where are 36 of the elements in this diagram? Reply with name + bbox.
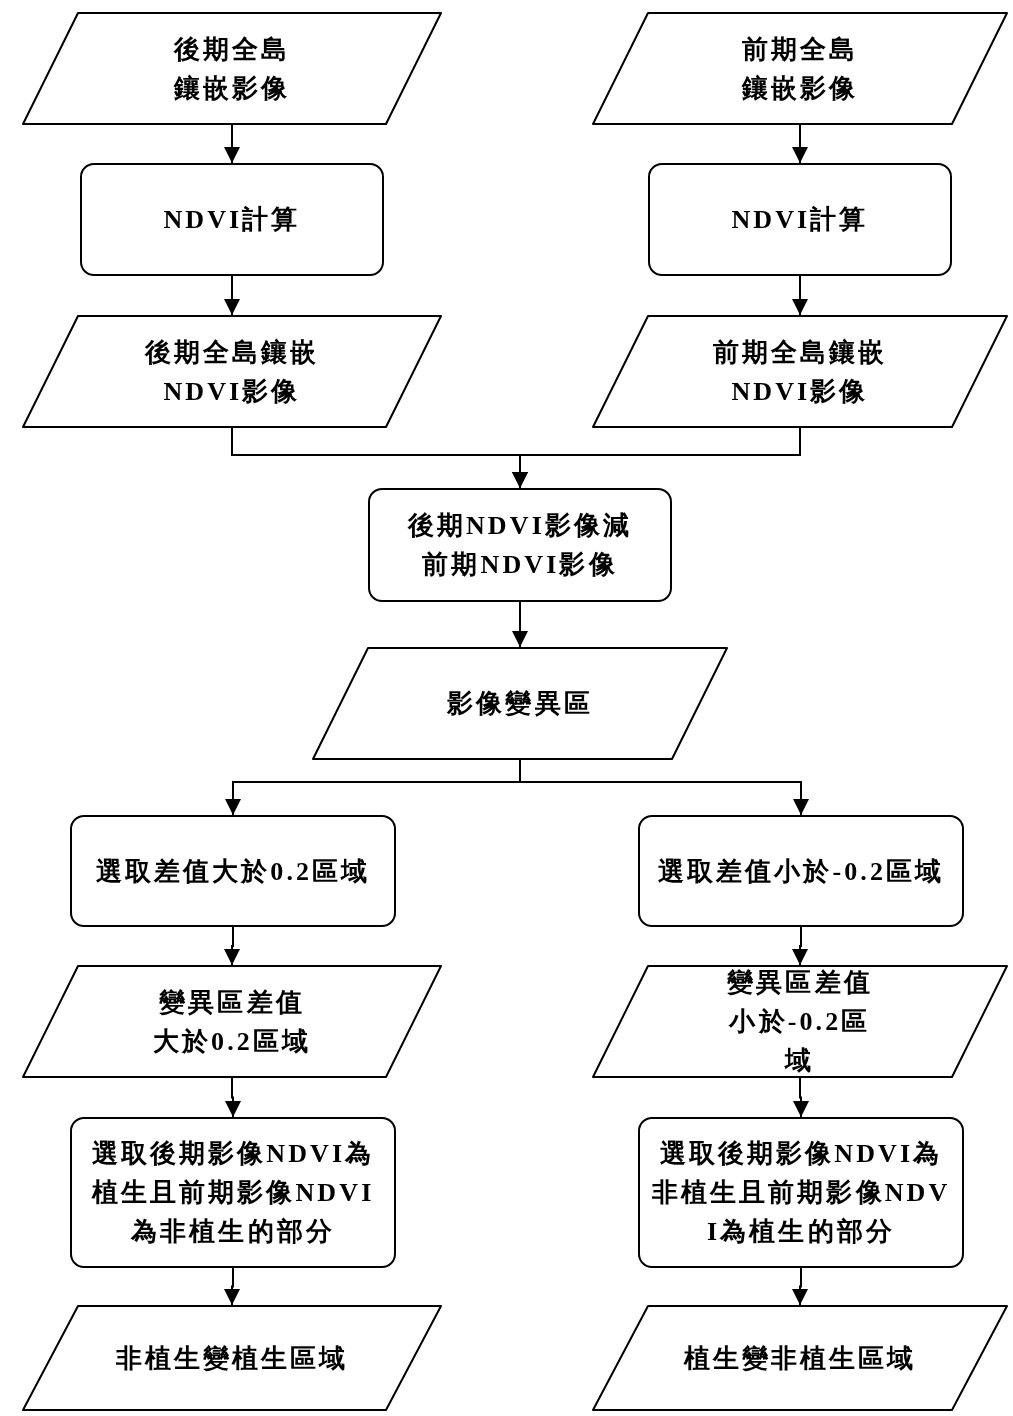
- node-text: 影像變異區: [446, 688, 594, 720]
- process-box: [638, 815, 964, 927]
- node-text: 植生變非植生區域: [682, 1342, 918, 1375]
- arrow: [792, 926, 808, 966]
- node-text: NDVI計算: [730, 204, 870, 236]
- node-text: 後期全島鑲嵌NDVI影像: [143, 336, 321, 408]
- process-box: [80, 163, 384, 276]
- arrow: [792, 275, 808, 316]
- node-text: 變異區差值小於-0.2區域: [726, 967, 874, 1077]
- arrow: [512, 427, 801, 489]
- arrow: [224, 124, 240, 164]
- node-text: 前期全島鑲嵌NDVI影像: [711, 336, 889, 408]
- node-text: 選取差值大於0.2區域: [94, 855, 372, 888]
- arrow: [792, 1267, 808, 1306]
- arrow: [793, 1077, 809, 1118]
- arrow: [512, 601, 528, 648]
- node-text: 後期NDVI影像減前期NDVI影像: [406, 510, 634, 581]
- node-text: 變異區差值大於0.2區域: [151, 986, 313, 1058]
- node-text: NDVI計算: [162, 204, 302, 236]
- node-text: 選取後期影像NDVI為非植生且前期影像NDVI為植生的部分: [651, 1138, 951, 1248]
- node-text: 選取差值小於-0.2區域: [656, 855, 946, 888]
- arrow: [224, 275, 240, 316]
- arrow: [225, 1077, 241, 1118]
- arrow: [792, 124, 808, 164]
- node-text: 非植生變植生區域: [114, 1342, 350, 1375]
- process-box: [368, 488, 672, 602]
- arrow: [519, 759, 809, 816]
- arrow: [224, 1267, 240, 1306]
- node-text: 選取後期影像NDVI為植生且前期影像NDVI為非植生的部分: [90, 1138, 376, 1248]
- node-text: 後期全島鑲嵌影像: [172, 33, 292, 105]
- node-text: 前期全島鑲嵌影像: [740, 33, 860, 105]
- process-box: [70, 1117, 396, 1268]
- arrow: [224, 926, 240, 966]
- process-box: [70, 815, 396, 927]
- process-box: [638, 1117, 964, 1268]
- process-box: [648, 163, 952, 276]
